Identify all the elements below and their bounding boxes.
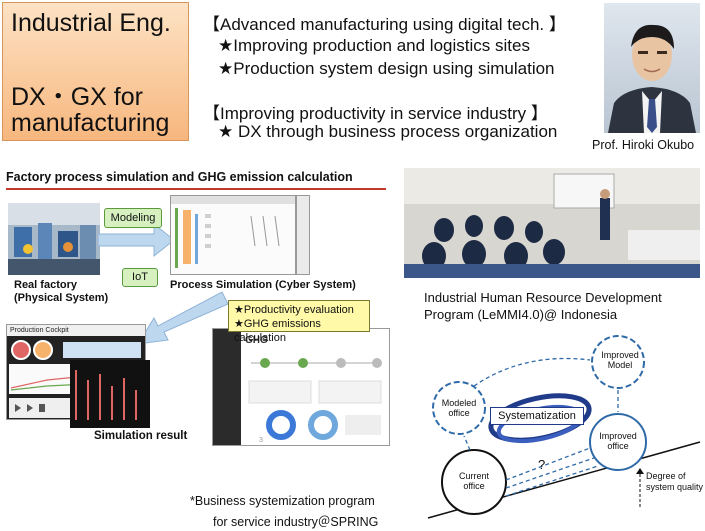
callout-line-1: ★Productivity evaluation — [234, 304, 354, 316]
section-divider — [6, 188, 386, 190]
timeline-chart — [70, 360, 150, 428]
professor-photo — [604, 3, 700, 133]
research-header-1: 【Advanced manufacturing using digital te… — [203, 15, 566, 34]
systematization-diagram — [427, 335, 701, 519]
slide-page-number: 3 — [259, 437, 263, 444]
process-simulation-label: Process Simulation (Cyber System) — [170, 279, 356, 291]
title-line-1: Industrial Eng. — [11, 9, 171, 37]
cockpit-title: Production Cockpit — [7, 325, 145, 336]
title-line-2: DX・GX for — [11, 83, 143, 111]
process-simulation-side-panel — [296, 195, 310, 275]
hrd-line-1: Industrial Human Resource Development — [424, 290, 662, 305]
real-factory-label-1: Real factory — [14, 279, 77, 291]
research-header-2: 【Improving productivity in service indus… — [203, 104, 548, 123]
classroom-photo — [404, 168, 700, 278]
research-bullet-3: ★ DX through business process organizati… — [218, 122, 558, 141]
question-mark: ? — [538, 457, 546, 472]
ghg-app-title: GHG — [245, 335, 268, 346]
title-line-3: manufacturing — [11, 109, 170, 137]
ghg-app-screen: GHG 3 — [212, 328, 390, 446]
improved-office-circle — [589, 413, 647, 471]
real-factory-photo — [8, 203, 100, 275]
modeling-bubble: Modeling — [104, 208, 162, 228]
spring-line-2: for service industry＠SPRING — [213, 515, 379, 529]
callout-line-2: ★GHG emissions calculation — [234, 318, 321, 344]
current-office-circle — [441, 449, 507, 515]
modeled-office-circle — [432, 381, 486, 435]
process-simulation-screen — [170, 195, 296, 275]
simulation-result-label: Simulation result — [94, 430, 188, 442]
iot-bubble: IoT — [122, 268, 158, 287]
hrd-line-2: Program (LeMMI4.0)@ Indonesia — [424, 307, 618, 322]
result-arrow-icon — [137, 291, 229, 345]
systematization-label: Systematization — [490, 407, 584, 425]
research-bullet-2: ★Production system design using simulati… — [218, 59, 555, 78]
title-box: Industrial Eng. DX・GX for manufacturing — [2, 2, 189, 141]
real-factory-label-2: (Physical System) — [14, 292, 109, 304]
spring-line-1: *Business systemization program — [190, 494, 375, 508]
ghg-app-sidebar — [213, 329, 241, 445]
modeling-arrow-icon — [98, 222, 175, 258]
factory-section-title: Factory process simulation and GHG emiss… — [6, 170, 353, 184]
improved-model-circle — [591, 335, 645, 389]
research-bullet-1: ★Improving production and logistics site… — [218, 36, 530, 55]
professor-name: Prof. Hiroki Okubo — [592, 138, 695, 152]
evaluation-callout: ★Productivity evaluation ★GHG emissions … — [228, 300, 370, 344]
